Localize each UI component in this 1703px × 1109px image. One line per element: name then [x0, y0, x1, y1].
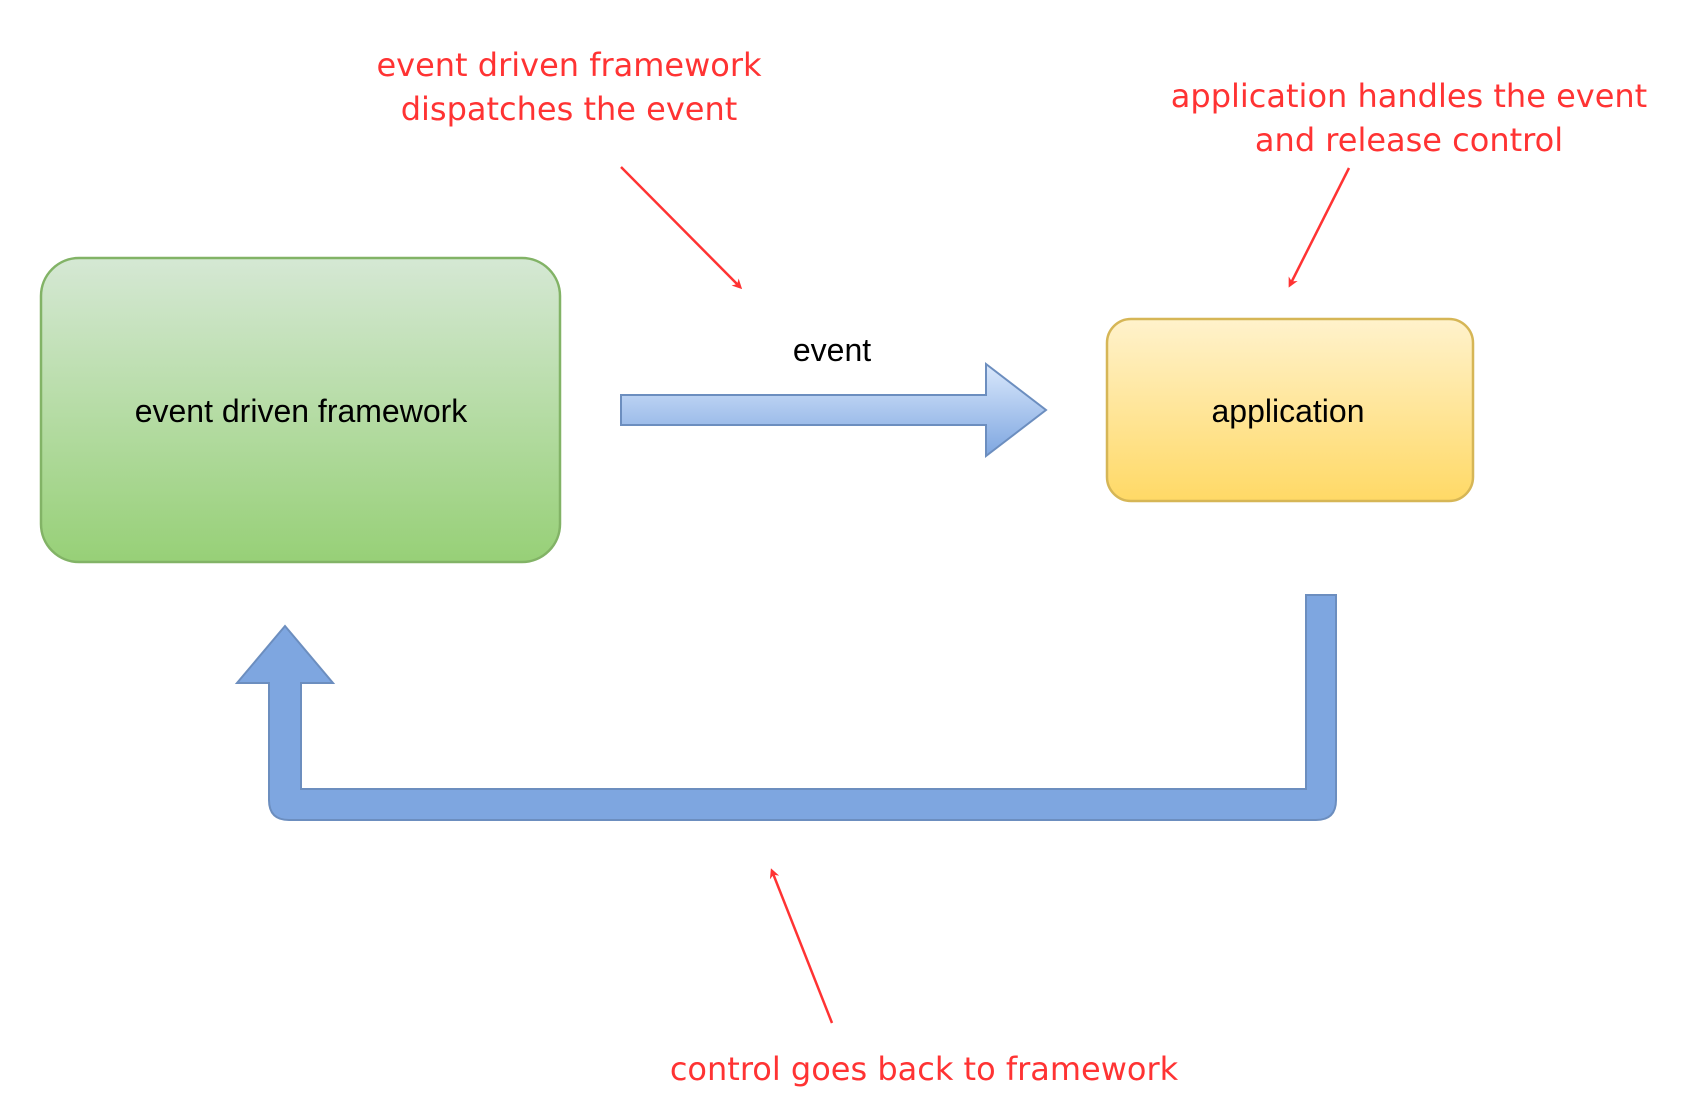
dispatch-note-line1: event driven framework	[376, 46, 762, 84]
framework-label: event driven framework	[135, 393, 469, 429]
dispatch-annotation: event driven framework dispatches the ev…	[376, 46, 762, 290]
return-edge	[234, 594, 1337, 821]
handle-note-line1: application handles the event	[1171, 77, 1647, 115]
dispatch-pointer-arrow	[620, 166, 743, 290]
application-label: application	[1212, 393, 1365, 429]
control-note-line1: control goes back to framework	[670, 1050, 1179, 1088]
handle-annotation: application handles the event and releas…	[1171, 77, 1647, 288]
return-arrow	[234, 594, 1337, 821]
framework-box	[39, 256, 562, 564]
handle-pointer-arrow	[1288, 167, 1351, 288]
control-pointer-arrow	[769, 868, 834, 1024]
control-annotation: control goes back to framework	[670, 868, 1179, 1088]
dispatch-note-line2: dispatches the event	[401, 90, 738, 128]
event-edge: event	[620, 332, 1048, 459]
event-label: event	[793, 332, 871, 368]
handle-note-line2: and release control	[1255, 121, 1563, 159]
application-box	[1105, 317, 1475, 503]
application-node: application	[1105, 317, 1475, 503]
framework-node: event driven framework	[39, 256, 562, 564]
event-arrow	[620, 361, 1048, 459]
